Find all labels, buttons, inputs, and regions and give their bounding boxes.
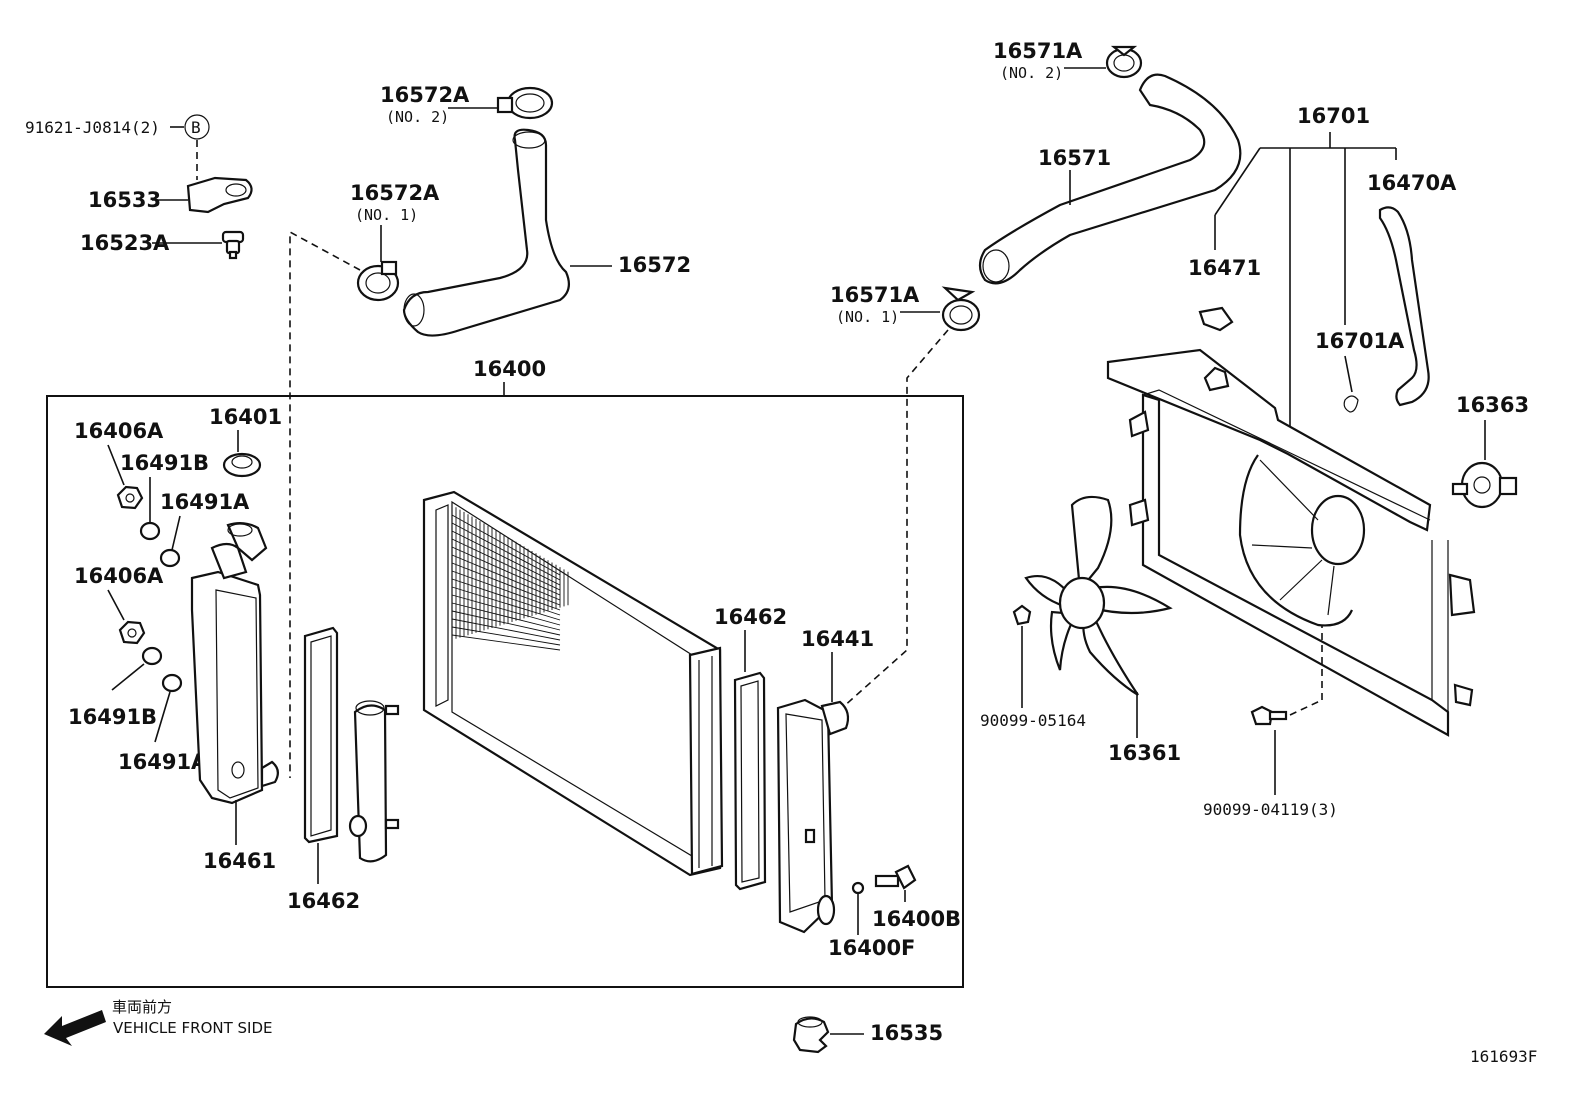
label-16406A-b: 16406A: [74, 564, 164, 588]
bracket-16533: [186, 176, 253, 214]
fan-motor-hub: [1310, 494, 1366, 566]
fan-blade-4: [1049, 610, 1078, 671]
label-circle-b: B: [191, 118, 201, 137]
overflow-hose-16470A: [1378, 206, 1430, 407]
fan-16361-group: 16361 90099-05164 90099-04119(3): [980, 495, 1338, 819]
o-ring-16491A-a: [159, 548, 181, 568]
label-16701A: 16701A: [1315, 329, 1405, 353]
label-16401: 16401: [209, 405, 282, 429]
upper-hose-16572: [402, 128, 571, 337]
label-no2-b: (NO. 2): [1000, 64, 1063, 82]
front-label-en: VEHICLE FRONT SIDE: [113, 1019, 273, 1037]
radiator-cap-16401: [222, 452, 262, 478]
label-16535: 16535: [870, 1021, 943, 1045]
grommet-16523A: [221, 230, 245, 260]
label-16462-a: 16462: [287, 889, 360, 913]
hose-clamp-16571A-no2: [1105, 45, 1143, 79]
label-16701: 16701: [1297, 104, 1370, 128]
shroud-neck: [1203, 366, 1230, 392]
radiator-assembly-box: [46, 395, 964, 988]
fan-blade-1: [1070, 495, 1113, 593]
label-16400F: 16400F: [828, 936, 915, 960]
fan-ring: [1238, 454, 1354, 627]
fan-motor-16363: [1451, 461, 1518, 509]
right-side-fins: [688, 646, 724, 876]
nut-90099-05164: [1012, 604, 1032, 626]
o-ring-16491A-b: [161, 673, 183, 693]
clamp-16471: [1198, 306, 1234, 332]
outlet-neck: [820, 700, 850, 736]
diagram-code: 161693F: [1470, 1047, 1537, 1066]
label-90099-04119: 90099-04119(3): [1203, 800, 1338, 819]
label-no1-a: (NO. 1): [355, 206, 418, 224]
radiator-assembly-16400: 16400 16406A 16491B 16491A 16406A 16491B…: [46, 357, 964, 988]
nut-16406A-a: [116, 485, 144, 510]
shroud-top-rail: [1106, 348, 1432, 532]
label-16441: 16441: [801, 627, 874, 651]
label-16571A-no2: 16571A: [993, 39, 1083, 63]
inlet-pipe: [348, 700, 400, 863]
clip-16701A: [1343, 395, 1359, 413]
label-16462-b: 16462: [714, 605, 787, 629]
lower-hose-16571: [978, 73, 1242, 285]
label-16571A-no1: 16571A: [830, 283, 920, 307]
fan-hub: [1058, 576, 1106, 630]
label-16533: 16533: [88, 188, 161, 212]
label-16400B: 16400B: [872, 907, 961, 931]
label-16461: 16461: [203, 849, 276, 873]
nut-16406A-b: [118, 620, 146, 645]
label-16400: 16400: [473, 357, 546, 381]
cushion-16535: [792, 1016, 830, 1054]
arrow-left-icon: [44, 1010, 106, 1046]
label-no1-b: (NO. 1): [836, 308, 899, 326]
label-16491A-a: 16491A: [160, 490, 250, 514]
radiator-core: [422, 490, 724, 877]
b-circle-icon: [184, 114, 210, 140]
fan-shroud-group: 16701 16470A 16471 16701A 16363: [1106, 104, 1529, 737]
label-16491B-b: 16491B: [68, 705, 157, 729]
label-16470A: 16470A: [1367, 171, 1457, 195]
label-16571: 16571: [1038, 146, 1111, 170]
fan-blade-3: [1082, 610, 1139, 696]
fan-blade-5: [1024, 574, 1072, 608]
hose-clamp-16572A-no1: [356, 260, 400, 302]
right-tank-16441: [776, 698, 850, 934]
label-16572: 16572: [618, 253, 691, 277]
gasket-16491B-b: [141, 646, 163, 666]
gasket-16462-left: [303, 626, 339, 844]
bolt-90099-04119: [1250, 705, 1288, 726]
label-90099-05164: 90099-05164: [980, 711, 1086, 730]
label-16572A-no1: 16572A: [350, 181, 440, 205]
label-16363: 16363: [1456, 393, 1529, 417]
lower-hose-group: 16571A (NO. 2) 16571 16571A (NO. 1): [830, 39, 1242, 709]
label-16572A-no2: 16572A: [380, 83, 470, 107]
left-tank-16461: [190, 521, 279, 805]
label-16361: 16361: [1108, 741, 1181, 765]
label-no2-a: (NO. 2): [386, 108, 449, 126]
hose-clamp-16572A-no2: [496, 86, 554, 120]
fan-blade-2: [1090, 585, 1173, 615]
core-fins: [451, 505, 569, 651]
label-16491B-a: 16491B: [120, 451, 209, 475]
front-label-jp: 車両前方: [112, 998, 172, 1016]
label-16471: 16471: [1188, 256, 1261, 280]
gasket-16462-right: [733, 671, 767, 891]
upper-hose-group: 16572A (NO. 2) 16572A (NO. 1) 16572: [289, 83, 691, 778]
gasket-16491B-a: [139, 521, 161, 541]
label-16491A-b: 16491A: [118, 750, 208, 774]
o-ring-16400F: [851, 881, 865, 895]
label-16406A-a: 16406A: [74, 419, 164, 443]
drain-pipe: [260, 760, 279, 788]
drain-cock-16400B: [874, 864, 917, 890]
label-91621: 91621-J0814(2): [25, 118, 160, 137]
bracket-16533-group: 91621-J0814(2) B 16533 16523A: [25, 114, 253, 260]
filler-neck: [210, 542, 248, 580]
front-direction-indicator: 車両前方 VEHICLE FRONT SIDE: [44, 998, 273, 1046]
hose-clamp-16571A-no1: [941, 286, 981, 332]
